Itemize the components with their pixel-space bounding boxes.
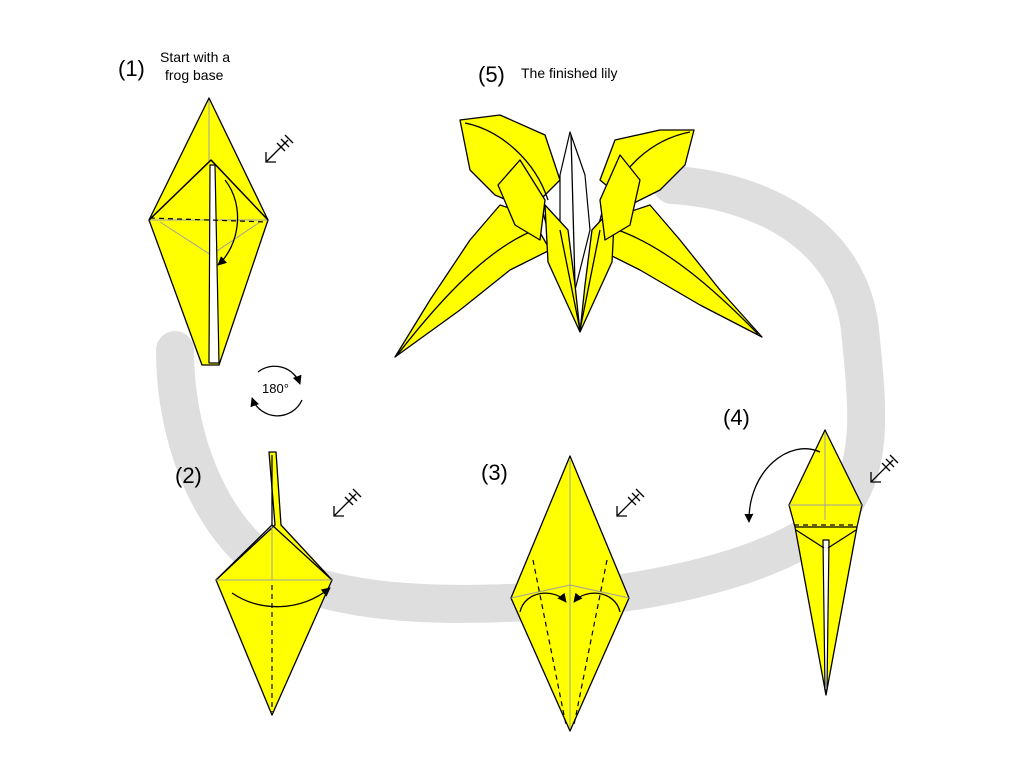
fold-arrow-icon xyxy=(744,448,821,523)
step-1-number: (1) xyxy=(118,56,145,81)
fold-arrow-icon xyxy=(217,179,239,266)
rotation-label: 180° xyxy=(262,381,289,396)
fold-arrow-icon xyxy=(519,592,567,613)
step-2-number: (2) xyxy=(175,463,202,488)
repeat-behind-icon xyxy=(870,454,899,483)
fold-arrow-icon xyxy=(573,592,621,613)
lily-flower xyxy=(394,114,763,358)
step-2: (2) xyxy=(175,451,362,716)
fold-arrow-icon xyxy=(231,587,331,608)
step-4-model xyxy=(788,429,863,696)
step-3: (3) xyxy=(481,455,645,732)
repeat-behind-icon xyxy=(265,134,294,163)
step-5: (5) The finished lily xyxy=(394,62,763,358)
step-5-number: (5) xyxy=(478,62,505,87)
repeat-behind-icon xyxy=(616,488,645,517)
step-3-number: (3) xyxy=(481,460,508,485)
step-3-model xyxy=(510,455,630,732)
step-1-caption-line-2: frog base xyxy=(165,67,224,83)
step-4-number: (4) xyxy=(723,405,750,430)
step-1: (1) Start with a frog base xyxy=(118,49,294,366)
repeat-behind-icon xyxy=(333,488,362,517)
step-4: (4) xyxy=(723,405,899,696)
rotate-icon: 180° xyxy=(250,365,303,417)
step-1-caption-line-1: Start with a xyxy=(160,49,230,65)
frog-base-model xyxy=(148,97,269,366)
step-2-model xyxy=(215,451,333,716)
step-5-caption: The finished lily xyxy=(521,65,618,81)
